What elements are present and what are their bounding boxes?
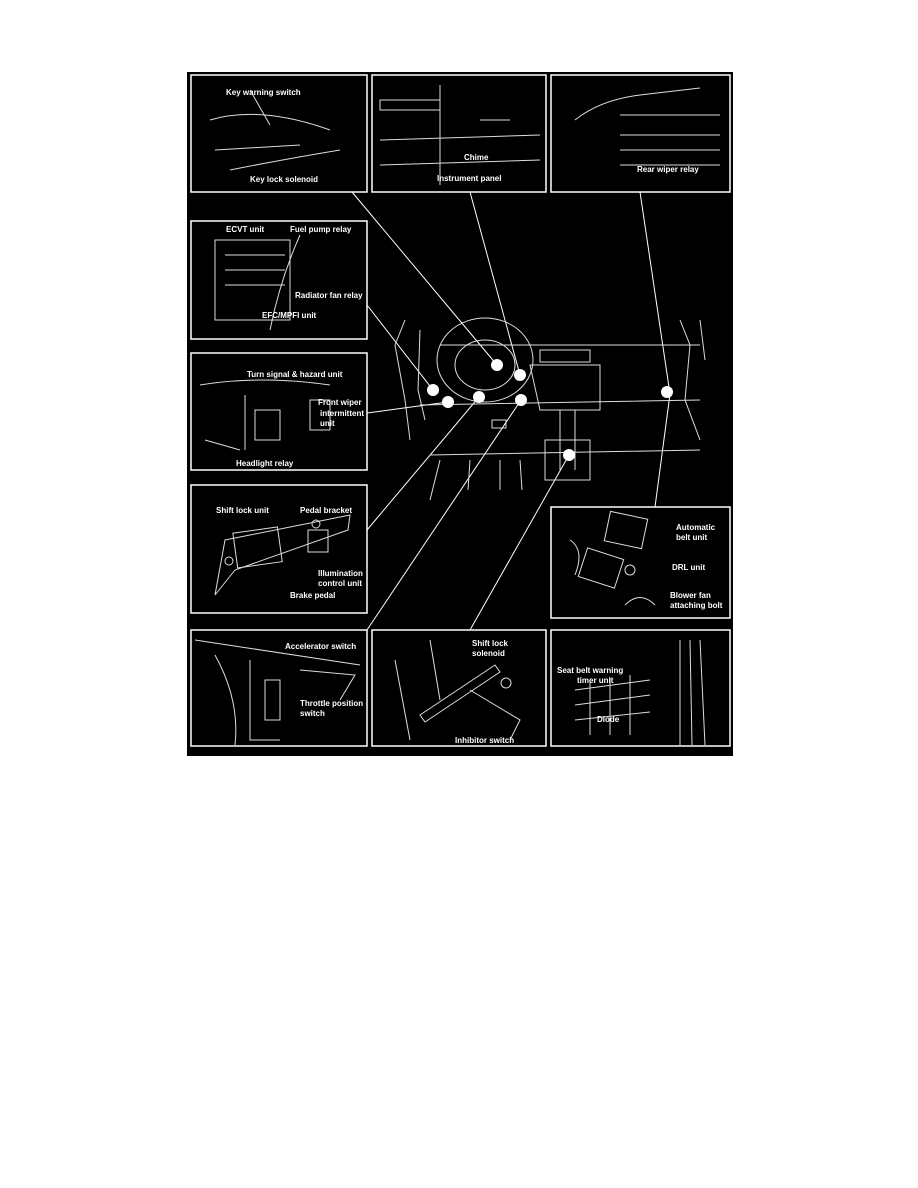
svg-text:EFC/MPFI unit: EFC/MPFI unit [262, 311, 317, 320]
svg-text:Turn signal & hazard unit: Turn signal & hazard unit [247, 370, 343, 379]
svg-text:Fuel pump relay: Fuel pump relay [290, 225, 352, 234]
svg-text:Automatic: Automatic [676, 523, 716, 532]
svg-text:attaching bolt: attaching bolt [670, 601, 723, 610]
svg-text:intermittent: intermittent [320, 409, 364, 418]
svg-text:Shift lock unit: Shift lock unit [216, 506, 269, 515]
panel-ecvt: ECVT unit Fuel pump relay Radiator fan r… [190, 220, 368, 340]
panel-shift-lock-solenoid: Shift lock solenoid Inhibitor switch [371, 629, 547, 747]
leader-lines [351, 191, 671, 631]
svg-text:Rear wiper relay: Rear wiper relay [637, 165, 699, 174]
location-dot [473, 391, 485, 403]
svg-text:Key warning switch: Key warning switch [226, 88, 301, 97]
svg-text:DRL unit: DRL unit [672, 563, 706, 572]
svg-text:Blower fan: Blower fan [670, 591, 711, 600]
location-dots [427, 359, 673, 461]
svg-text:Pedal bracket: Pedal bracket [300, 506, 352, 515]
svg-text:Front wiper: Front wiper [318, 398, 362, 407]
svg-text:Illumination: Illumination [318, 569, 363, 578]
panel-key-warning: Key warning switch Key lock solenoid [190, 74, 368, 193]
panel-seat-belt: Seat belt warning timer unit Diode [550, 629, 731, 747]
panel-automatic-belt: Automatic belt unit DRL unit Blower fan … [550, 506, 731, 619]
svg-text:Accelerator switch: Accelerator switch [285, 642, 356, 651]
svg-text:belt unit: belt unit [676, 533, 707, 542]
svg-text:timer unit: timer unit [577, 676, 614, 685]
location-dot [427, 384, 439, 396]
panel-chime: Chime Instrument panel [371, 74, 547, 193]
svg-text:Key lock solenoid: Key lock solenoid [250, 175, 318, 184]
panel-shift-lock-unit: Shift lock unit Pedal bracket Illuminati… [190, 484, 368, 614]
svg-text:Headlight relay: Headlight relay [236, 459, 294, 468]
panel-turn-signal: Turn signal & hazard unit Front wiper in… [190, 352, 368, 471]
svg-text:Diode: Diode [597, 715, 620, 724]
svg-text:Seat belt warning: Seat belt warning [557, 666, 623, 675]
location-dot [442, 396, 454, 408]
dashboard-sketch [394, 317, 706, 501]
svg-text:switch: switch [300, 709, 325, 718]
svg-text:unit: unit [320, 419, 335, 428]
svg-text:Throttle position: Throttle position [300, 699, 363, 708]
svg-text:control unit: control unit [318, 579, 362, 588]
svg-text:Radiator fan relay: Radiator fan relay [295, 291, 363, 300]
svg-text:Inhibitor switch: Inhibitor switch [455, 736, 514, 745]
location-dot [515, 394, 527, 406]
location-dot [514, 369, 526, 381]
svg-text:solenoid: solenoid [472, 649, 505, 658]
location-dot [491, 359, 503, 371]
svg-text:ECVT unit: ECVT unit [226, 225, 265, 234]
svg-text:Instrument panel: Instrument panel [437, 174, 501, 183]
panel-rear-wiper: Rear wiper relay [550, 74, 731, 193]
location-dot [563, 449, 575, 461]
svg-text:Chime: Chime [464, 153, 489, 162]
location-dot [661, 386, 673, 398]
svg-text:Shift lock: Shift lock [472, 639, 509, 648]
svg-text:Brake pedal: Brake pedal [290, 591, 335, 600]
panel-accelerator: Accelerator switch Throttle position swi… [190, 629, 368, 747]
